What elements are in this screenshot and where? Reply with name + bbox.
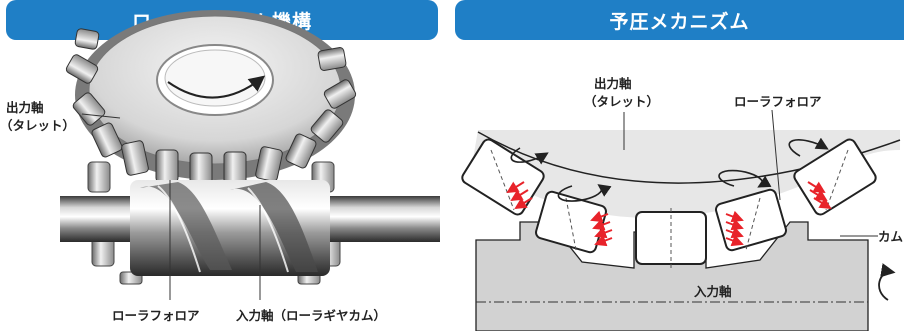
roller-followers <box>461 138 877 265</box>
preload-mechanism-illustration <box>461 109 901 331</box>
output-turret <box>65 10 357 186</box>
roller-gear-cam-illustration <box>60 10 440 300</box>
right-panel-title: 予圧メカニズム <box>455 0 904 40</box>
right-input-shaft-label: 入力軸 <box>694 284 732 299</box>
left-roller-follower-label: ローラフォロア <box>112 308 200 323</box>
right-cam-label: カム <box>878 229 904 244</box>
rotation-arrow-turret <box>167 75 266 99</box>
rotation-arrow-input <box>878 263 896 301</box>
preload-arrows <box>506 181 832 247</box>
roller-spin-arrows <box>510 137 829 202</box>
right-roller-follower-label: ローラフォロア <box>734 94 822 109</box>
right-output-shaft-label: 出力軸 <box>594 76 632 91</box>
left-output-shaft-sublabel: （タレット） <box>0 118 76 133</box>
input-shaft-cam <box>60 180 440 276</box>
left-input-shaft-label: 入力軸（ローラギヤカム） <box>236 308 387 323</box>
left-output-shaft-label: 出力軸 <box>6 100 44 115</box>
right-output-shaft-sublabel: （タレット） <box>584 94 660 109</box>
